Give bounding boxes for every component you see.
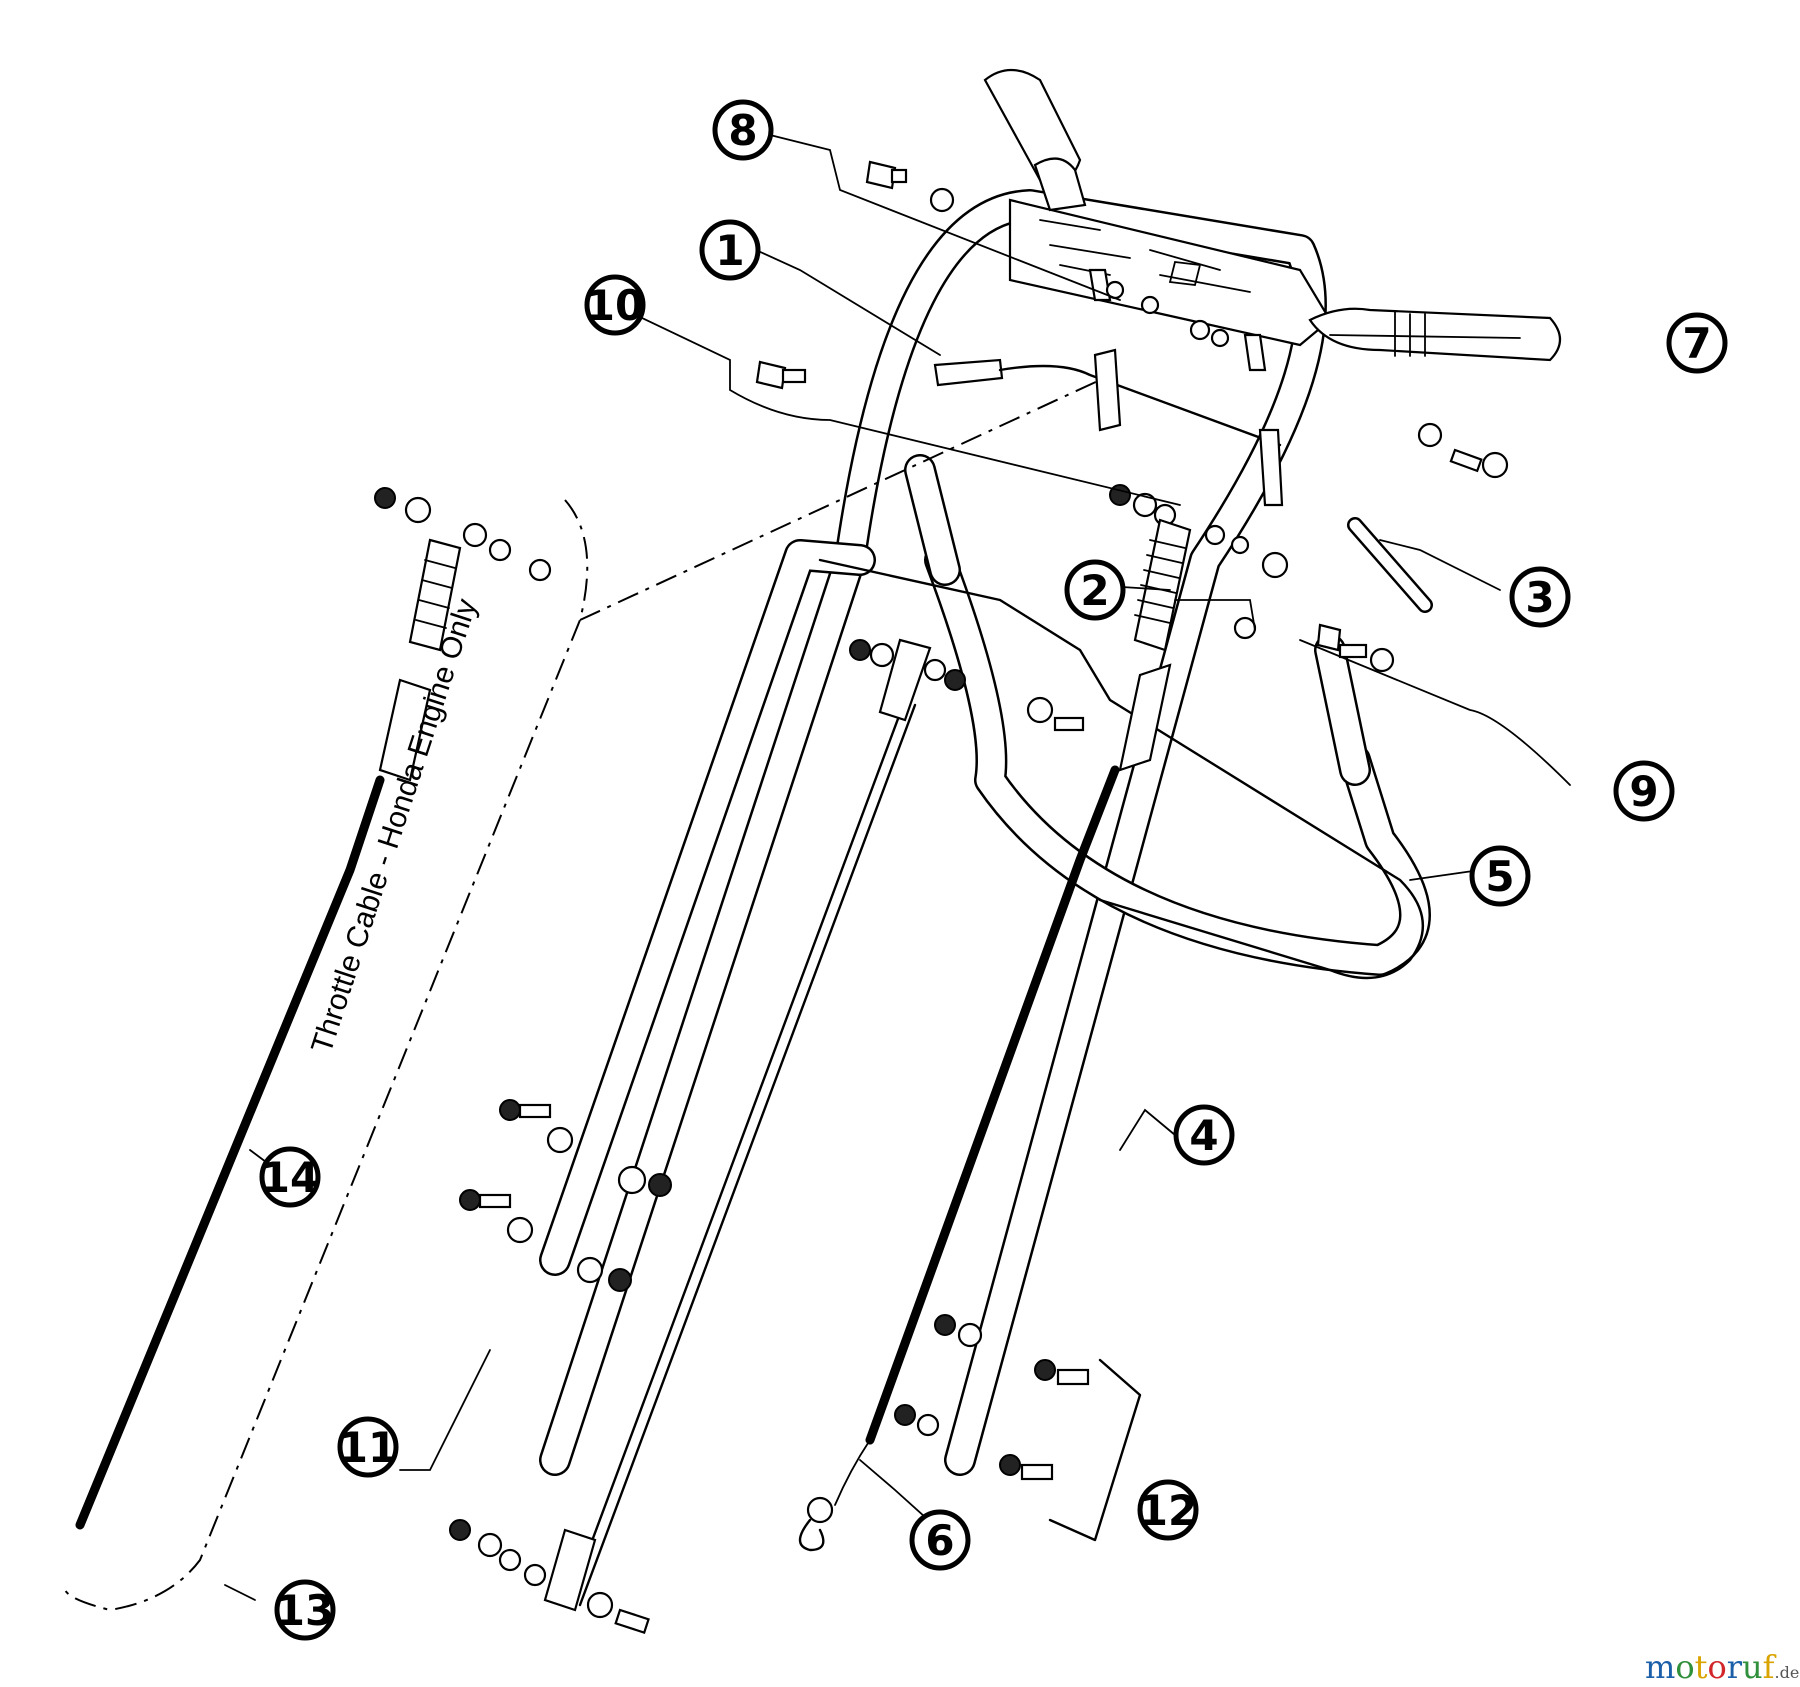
brace-outline xyxy=(818,558,1424,980)
callout-12-label: 12 xyxy=(1139,1486,1197,1535)
callout-7: 7 xyxy=(1666,312,1728,374)
callout-6-label: 6 xyxy=(925,1516,954,1565)
callout-10-label: 10 xyxy=(586,281,644,330)
watermark-letter: o xyxy=(1707,1648,1726,1686)
kit-boundary-link xyxy=(579,379,1101,621)
callout-2: 2 xyxy=(1064,559,1126,621)
hardware-item-7-bolt xyxy=(1417,422,1509,479)
callout-12: 12 xyxy=(1137,1479,1199,1541)
watermark-letter: u xyxy=(1742,1648,1763,1686)
right-grip xyxy=(1308,307,1562,362)
spring-item-2 xyxy=(1118,518,1192,772)
callout-5: 5 xyxy=(1469,845,1531,907)
console-brackets xyxy=(1088,268,1267,372)
callout-4: 4 xyxy=(1173,1104,1235,1166)
throttle-cable-assembly xyxy=(75,487,552,1530)
callout-3-label: 3 xyxy=(1525,573,1554,622)
callout-13-label: 13 xyxy=(276,1586,334,1635)
lower-rod xyxy=(543,638,932,1612)
callout-14-label: 14 xyxy=(261,1153,319,1202)
callout-8-label: 8 xyxy=(728,106,757,155)
control-cable xyxy=(798,765,1120,1552)
throttle-cable-note: Throttle Cable - Honda Engine Only xyxy=(305,595,483,1057)
watermark-letter: t xyxy=(1695,1648,1708,1686)
watermark-letter: m xyxy=(1645,1648,1675,1686)
watermark-letter: o xyxy=(1675,1648,1694,1686)
lower-handle-bar xyxy=(539,539,876,1276)
callout-1: 1 xyxy=(699,219,761,281)
hardware-item-9 xyxy=(1316,623,1395,673)
control-lever xyxy=(933,348,1284,507)
callout-7-label: 7 xyxy=(1682,319,1711,368)
callout-14: 14 xyxy=(259,1146,321,1208)
callout-1-label: 1 xyxy=(715,226,744,275)
handle-brace-loop xyxy=(904,454,1431,976)
hardware-item-10 xyxy=(755,360,807,390)
callout-4-label: 4 xyxy=(1189,1111,1218,1160)
callout-6: 6 xyxy=(909,1509,971,1571)
callout-11-label: 11 xyxy=(339,1423,397,1472)
callout-9: 9 xyxy=(1613,760,1675,822)
hardware-item-12 xyxy=(894,1314,1142,1542)
watermark-letter: r xyxy=(1727,1648,1743,1686)
throttle-kit-boundary xyxy=(64,499,589,1612)
watermark: motoruf.de xyxy=(1645,1648,1799,1686)
callout-11: 11 xyxy=(337,1416,399,1478)
callout-3: 3 xyxy=(1509,566,1571,628)
callout-10: 10 xyxy=(584,274,646,336)
watermark-letter: f xyxy=(1763,1648,1777,1686)
leader-lines xyxy=(224,134,1571,1601)
hardware-item-8 xyxy=(865,160,955,213)
hardware-upper-left xyxy=(849,639,1085,732)
callout-9-label: 9 xyxy=(1629,767,1658,816)
left-grip xyxy=(983,68,1087,212)
control-console xyxy=(1008,198,1332,347)
callout-2-label: 2 xyxy=(1080,566,1109,615)
callout-5-label: 5 xyxy=(1485,852,1514,901)
hardware-item-11 xyxy=(449,1099,672,1634)
callout-13: 13 xyxy=(274,1579,336,1641)
callout-8: 8 xyxy=(712,99,774,161)
watermark-suffix: .de xyxy=(1774,1663,1799,1682)
